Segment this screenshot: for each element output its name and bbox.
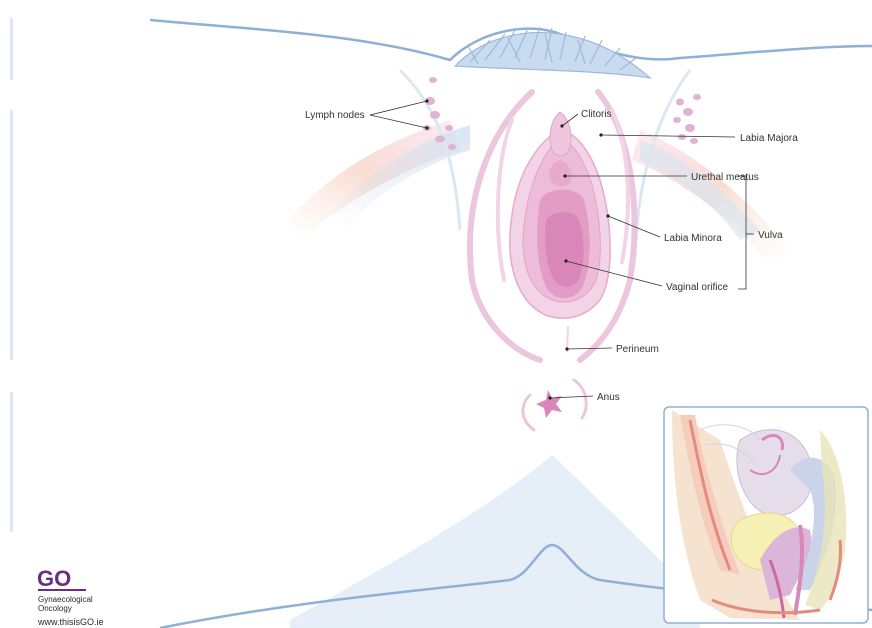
label-anus: Anus [597,392,620,403]
label-labia-majora: Labia Majora [740,133,798,144]
label-labia-minora: Labia Minora [664,233,722,244]
label-vulva: Vulva [758,230,783,241]
right-groin-blue [640,140,760,240]
logo-line1: Gynaecological [38,595,93,604]
pubic-hair [455,27,650,78]
anus-shape [523,380,586,430]
labia-majora-right-inner [612,110,628,262]
logo-url: www.thisisGO.ie [37,617,104,627]
label-vaginal-orifice: Vaginal orifice [666,282,729,293]
label-perineum: Perineum [616,344,659,355]
label-urethral-meatus: Urethal meatus [691,172,759,183]
left-edge-marks [10,18,13,532]
clitoral-hood [550,112,571,156]
logo-line2: Oncology [38,604,72,613]
label-lymph-nodes: Lymph nodes [305,110,365,121]
logo-mark: GO [37,566,71,591]
sagittal-section-inset [664,407,868,623]
buttock-shape [290,455,700,628]
label-clitoris: Clitoris [581,109,612,120]
go-logo: GO Gynaecological Oncology www.thisisGO.… [37,566,104,627]
